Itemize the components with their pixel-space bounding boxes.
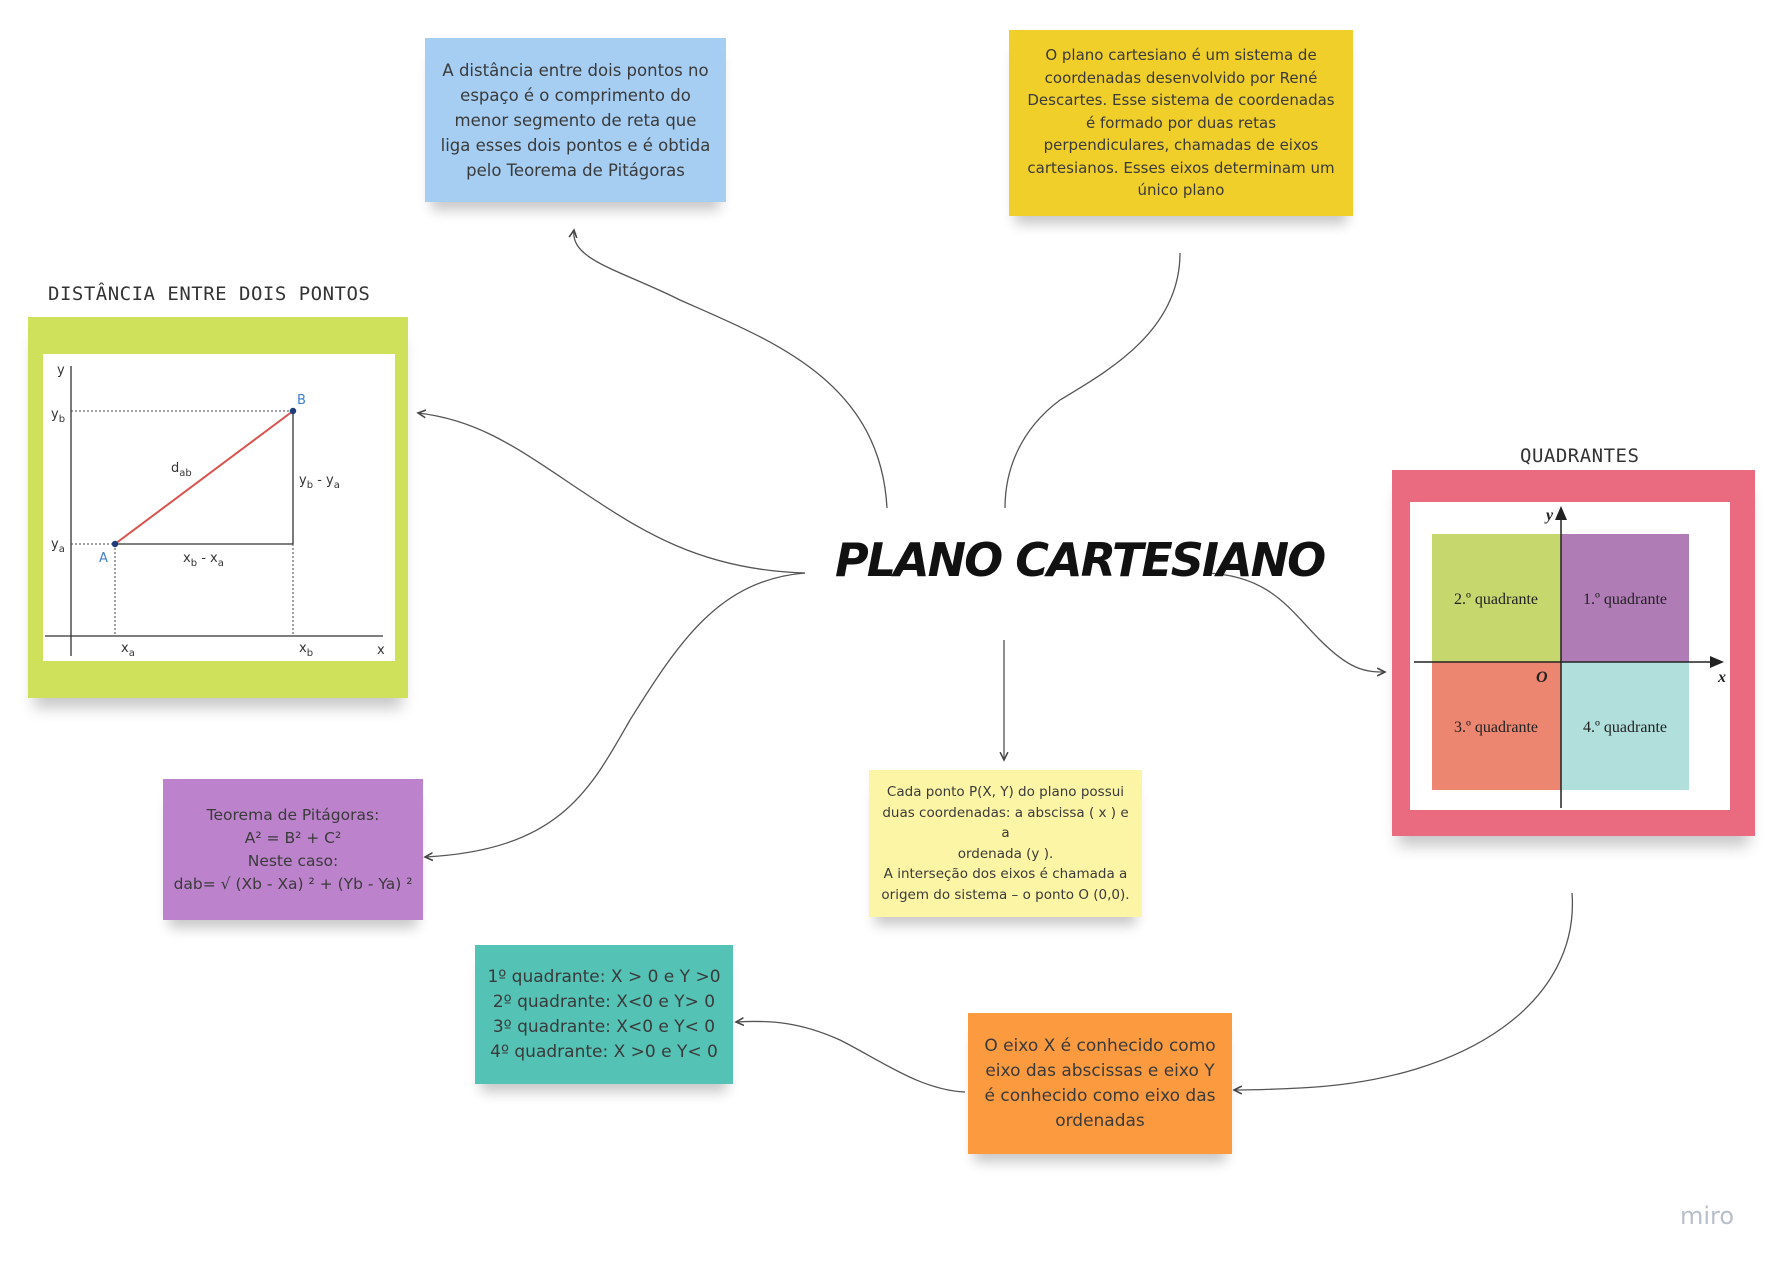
dy-label: yb - ya [299, 473, 340, 491]
connector-to-distance-frame [418, 413, 806, 574]
distance-frame[interactable]: y x yb ya xa xb A B dab yb - ya xb - xa [28, 317, 408, 698]
quadrant-signs-text: 1º quadrante: X > 0 e Y >0 2º quadrante:… [487, 966, 721, 1062]
axes-note[interactable]: O eixo X é conhecido como eixo das absci… [968, 1013, 1232, 1154]
connector-to-quadrant-signs-note [736, 1021, 966, 1093]
quadrant-origin-label: O [1536, 669, 1548, 686]
quadrant-2 [1432, 534, 1561, 662]
cartesian-definition-note[interactable]: O plano cartesiano é um sistema de coord… [1009, 30, 1353, 216]
pythagoras-note[interactable]: Teorema de Pitágoras: A² = B² + C² Neste… [163, 779, 423, 920]
quadrant-x-arrow-icon [1710, 656, 1724, 668]
distance-graph: y x yb ya xa xb A B dab yb - ya xb - xa [45, 363, 385, 659]
quadrant-1-label: 1.º quadrante [1583, 591, 1667, 608]
xa-label: xa [121, 641, 135, 659]
quadrant-2-label: 2.º quadrante [1454, 591, 1538, 608]
connector-to-axes-note [1234, 892, 1573, 1090]
quadrant-1 [1561, 534, 1689, 662]
yb-label: yb [51, 407, 65, 425]
quadrant-4 [1561, 662, 1689, 790]
quadrant-y-label: y [1544, 507, 1554, 524]
xb-label: xb [299, 641, 313, 659]
quadrant-x-label: x [1717, 669, 1726, 686]
distance-segment [114, 410, 294, 545]
axes-text: O eixo X é conhecido como eixo das absci… [984, 1035, 1216, 1131]
point-b-label: B [297, 393, 306, 408]
quadrant-3-label: 3.º quadrante [1454, 719, 1538, 736]
quadrants-graph: 2.º quadrante 1.º quadrante 3.º quadrant… [1414, 506, 1726, 808]
x-axis-label: x [377, 643, 385, 658]
distance-definition-text: A distância entre dois pontos no espaço … [440, 60, 711, 180]
distance-frame-label: DISTÂNCIA ENTRE DOIS PONTOS [48, 283, 371, 305]
quadrants-frame[interactable]: 2.º quadrante 1.º quadrante 3.º quadrant… [1392, 470, 1755, 836]
central-title[interactable]: PLANO CARTESIANO [835, 533, 1326, 587]
dx-label: xb - xa [183, 551, 224, 569]
quadrant-y-arrow-icon [1555, 506, 1567, 520]
point-a [111, 540, 119, 548]
distance-diagram: y x yb ya xa xb A B dab yb - ya xb - xa [43, 354, 395, 661]
y-axis-label: y [57, 363, 65, 378]
connector-to-pythagoras-note [425, 572, 806, 857]
quadrant-3 [1432, 662, 1561, 790]
point-a-label: A [99, 551, 108, 566]
pythagoras-text: Teorema de Pitágoras: A² = B² + C² Neste… [173, 805, 413, 893]
connector-to-quadrants-frame [1204, 572, 1385, 672]
quadrant-signs-note[interactable]: 1º quadrante: X > 0 e Y >0 2º quadrante:… [475, 945, 733, 1084]
distance-definition-note[interactable]: A distância entre dois pontos no espaço … [425, 38, 726, 202]
connector-to-distance-note [574, 230, 888, 509]
ya-label: ya [51, 537, 65, 555]
coordinates-text: Cada ponto P(X, Y) do plano possui duas … [881, 784, 1130, 903]
cartesian-definition-text: O plano cartesiano é um sistema de coord… [1027, 46, 1335, 200]
quadrants-diagram: 2.º quadrante 1.º quadrante 3.º quadrant… [1410, 502, 1730, 810]
miro-logo: miro [1680, 1202, 1735, 1230]
coordinates-note[interactable]: Cada ponto P(X, Y) do plano possui duas … [869, 770, 1142, 917]
dab-label: dab [171, 461, 192, 479]
quadrant-4-label: 4.º quadrante [1583, 719, 1667, 736]
quadrants-frame-label: QUADRANTES [1520, 445, 1640, 467]
point-b [289, 407, 297, 415]
connector-from-definition-note [1004, 252, 1181, 509]
